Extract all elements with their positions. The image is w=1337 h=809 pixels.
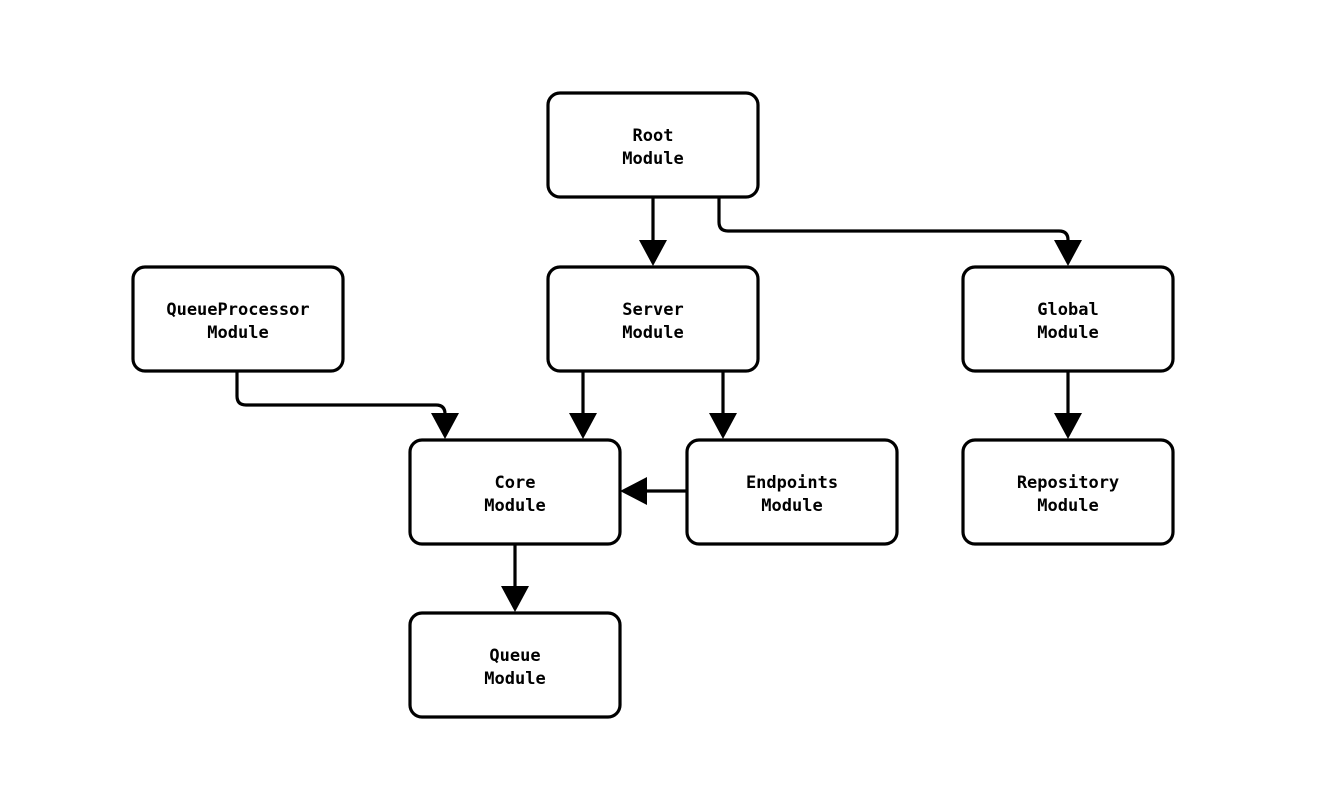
node-server-label-line1: Server <box>622 300 683 320</box>
edge-root-server[interactable] <box>639 197 667 266</box>
edge-root-global-arrowhead <box>1054 240 1082 266</box>
node-queue[interactable]: Queue Module <box>408 611 622 719</box>
node-core[interactable]: Core Module <box>408 438 622 546</box>
node-repository-label-line2: Module <box>1037 496 1098 516</box>
node-server-label-line2: Module <box>622 323 683 343</box>
edge-global-repository[interactable] <box>1054 371 1082 439</box>
edge-server-core[interactable] <box>569 371 597 439</box>
node-queue-label-line1: Queue <box>489 646 540 666</box>
node-root-box <box>546 91 760 199</box>
node-global-label-line2: Module <box>1037 323 1098 343</box>
edge-root-global[interactable] <box>717 197 1082 266</box>
node-global-box <box>961 265 1175 373</box>
node-repository[interactable]: Repository Module <box>961 438 1175 546</box>
node-core-label-line1: Core <box>495 473 536 493</box>
edge-server-endpoints[interactable] <box>709 371 737 439</box>
node-repository-label-line1: Repository <box>1017 473 1119 493</box>
node-repository-box <box>961 438 1175 546</box>
node-queueprocessor-label-line1: QueueProcessor <box>166 300 309 320</box>
node-layer: Root Module QueueProcessor Module Server… <box>131 91 1175 719</box>
edge-root-global-line <box>717 197 1070 251</box>
node-root-label-line1: Root <box>633 126 674 146</box>
edge-endpoints-core[interactable] <box>620 477 687 505</box>
node-queue-label-line2: Module <box>484 669 545 689</box>
node-queueprocessor-box <box>131 265 345 373</box>
edge-queueprocessor-core-line <box>235 371 447 424</box>
node-endpoints-box <box>685 438 899 546</box>
node-root-label-line2: Module <box>622 149 683 169</box>
node-endpoints-label-line1: Endpoints <box>746 473 838 493</box>
node-queueprocessor[interactable]: QueueProcessor Module <box>131 265 345 373</box>
edge-core-queue-arrowhead <box>501 586 529 612</box>
node-endpoints-label-line2: Module <box>761 496 822 516</box>
node-queueprocessor-label-line2: Module <box>207 323 268 343</box>
edge-core-queue[interactable] <box>501 544 529 612</box>
edge-root-server-arrowhead <box>639 240 667 266</box>
edge-queueprocessor-core-arrowhead <box>431 413 459 439</box>
node-endpoints[interactable]: Endpoints Module <box>685 438 899 546</box>
node-global-label-line1: Global <box>1037 300 1098 320</box>
edge-server-endpoints-arrowhead <box>709 413 737 439</box>
node-global[interactable]: Global Module <box>961 265 1175 373</box>
edge-server-core-arrowhead <box>569 413 597 439</box>
edge-global-repository-arrowhead <box>1054 413 1082 439</box>
node-root[interactable]: Root Module <box>546 91 760 199</box>
edge-layer <box>235 197 1082 612</box>
node-core-label-line2: Module <box>484 496 545 516</box>
node-server[interactable]: Server Module <box>546 265 760 373</box>
node-core-box <box>408 438 622 546</box>
edge-endpoints-core-arrowhead <box>620 477 647 505</box>
edge-queueprocessor-core[interactable] <box>235 371 459 439</box>
node-queue-box <box>408 611 622 719</box>
node-server-box <box>546 265 760 373</box>
